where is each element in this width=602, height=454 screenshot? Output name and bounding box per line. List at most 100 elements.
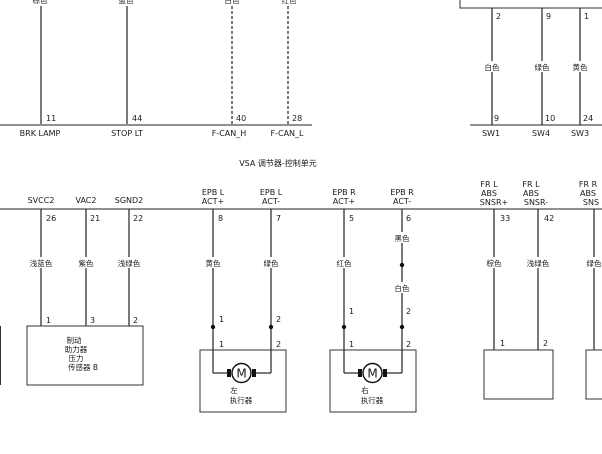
pin-top-2: 2	[496, 12, 501, 21]
epb-r-conn-pin-1a: 1	[349, 307, 354, 316]
signal-f-can-h: F-CAN_H	[212, 129, 247, 138]
right-actuator-label-line1: 右	[361, 385, 369, 395]
sensor-b-pin-2: 2	[133, 316, 138, 325]
sensor-b-label-line1: 制动	[67, 335, 82, 345]
pin-22: 22	[133, 214, 143, 223]
sensor-b-label-line2: 助力器	[65, 344, 88, 354]
fr-r-wheel-sensor-box	[585, 349, 602, 400]
pin-9: 9	[494, 114, 499, 123]
signal-fr-l-abs-plus-l2: ABS	[481, 189, 497, 198]
right-motor-icon	[362, 362, 383, 384]
pin-10: 10	[545, 114, 555, 123]
switch-box-top-right	[459, 0, 602, 9]
wire-color-sw3: 黄色	[573, 62, 588, 72]
wire-color-sw4: 绿色	[535, 62, 550, 72]
wire-color-fr-r-abs: 绿色	[587, 258, 602, 268]
epb-l-conn-pin-2a: 2	[276, 315, 281, 324]
wire-color-svcc2: 浅蓝色	[30, 258, 53, 268]
pin-44: 44	[132, 114, 142, 123]
sensor-b-pin-1: 1	[46, 316, 51, 325]
signal-epb-r-minus-l1: EPB R	[390, 188, 414, 197]
signal-sw3: SW3	[571, 129, 589, 138]
pin-7: 7	[276, 214, 281, 223]
signal-fr-l-abs-plus-l1: FR L	[480, 180, 498, 189]
pin-24: 24	[583, 114, 593, 123]
signal-stop-lt: STOP LT	[111, 129, 143, 138]
signal-epb-r-plus-l1: EPB R	[332, 188, 356, 197]
connector-dot-epb-l-minus	[268, 324, 274, 330]
epb-r-conn-pin-1b: 1	[349, 340, 354, 349]
pin-top-9: 9	[546, 12, 551, 21]
abs-conn-pin-2: 2	[543, 339, 548, 348]
signal-fr-l-abs-minus-l1: FR L	[522, 180, 540, 189]
epb-r-conn-pin-2b: 2	[406, 340, 411, 349]
wire-color-fr-l-abs-minus: 浅绿色	[527, 258, 550, 268]
left-actuator-label-line2: 执行器	[230, 395, 253, 405]
signal-fr-l-abs-plus-l3: SNSR+	[480, 198, 508, 207]
wire-color-sgnd2: 浅绿色	[118, 258, 141, 268]
signal-vac2: VAC2	[76, 196, 97, 205]
connector-dot-epb-l-plus	[210, 324, 216, 330]
wire-color-top-mid: 蓝色	[119, 0, 134, 5]
signal-svcc2: SVCC2	[28, 196, 55, 205]
pin-top-1: 1	[584, 12, 589, 21]
signal-fr-r-abs-l2: ABS	[580, 189, 596, 198]
module-title: VSA 调节器-控制单元	[239, 158, 317, 168]
wire-color-epb-r-minus-top: 黑色	[395, 233, 410, 243]
wire-color-can-l: 红色	[282, 0, 297, 5]
signal-fr-r-abs-l3: SNS	[583, 198, 599, 207]
signal-fr-l-abs-minus-l3: SNSR-	[524, 198, 548, 207]
pin-5: 5	[349, 214, 354, 223]
abs-conn-pin-1: 1	[500, 339, 505, 348]
signal-sgnd2: SGND2	[115, 196, 144, 205]
pin-40: 40	[236, 114, 246, 123]
wire-color-can-h: 白色	[225, 0, 240, 5]
signal-brk-lamp: BRK LAMP	[20, 129, 61, 138]
pin-6: 6	[406, 214, 411, 223]
connector-dot-epb-r-minus	[399, 324, 405, 330]
fr-l-wheel-sensor-box	[483, 349, 554, 400]
pin-28: 28	[292, 114, 302, 123]
pin-33: 33	[500, 214, 510, 223]
signal-sw1: SW1	[482, 129, 500, 138]
signal-epb-r-minus-l2: ACT-	[393, 197, 411, 206]
wire-color-sw1: 白色	[485, 62, 500, 72]
pin-26: 26	[46, 214, 56, 223]
signal-epb-l-plus-l2: ACT+	[202, 197, 225, 206]
left-motor-icon	[231, 362, 252, 384]
splice-dot-epb-r-minus	[399, 262, 405, 268]
sensor-b-label-line3: 压力	[69, 353, 84, 363]
wire-color-fr-l-abs-plus: 棕色	[487, 258, 502, 268]
brake-booster-pressure-sensor-b-box	[26, 325, 144, 386]
signal-f-can-l: F-CAN_L	[271, 129, 305, 138]
epb-l-conn-pin-1a: 1	[219, 315, 224, 324]
pin-21: 21	[90, 214, 100, 223]
signal-epb-l-minus-l1: EPB L	[260, 188, 283, 197]
wire-color-epb-r-plus: 红色	[337, 258, 352, 268]
wire-color-vac2: 紫色	[79, 258, 94, 268]
signal-fr-r-abs-l1: FR R	[579, 180, 598, 189]
signal-fr-l-abs-minus-l2: ABS	[523, 189, 539, 198]
connector-dot-epb-r-plus	[341, 324, 347, 330]
epb-l-conn-pin-1b: 1	[219, 340, 224, 349]
signal-sw4: SW4	[532, 129, 550, 138]
pin-42: 42	[544, 214, 554, 223]
epb-l-conn-pin-2b: 2	[276, 340, 281, 349]
right-actuator-box	[329, 349, 417, 413]
wire-color-epb-r-minus-mid: 白色	[395, 283, 410, 293]
right-actuator-label-line2: 执行器	[361, 395, 384, 405]
wire-color-epb-l-plus: 黄色	[206, 258, 221, 268]
epb-r-conn-pin-2a: 2	[406, 307, 411, 316]
signal-epb-l-minus-l2: ACT-	[262, 197, 280, 206]
right-motor-label: M	[367, 367, 377, 381]
signal-epb-l-plus-l1: EPB L	[202, 188, 225, 197]
sensor-b-pin-3: 3	[90, 316, 95, 325]
wire-color-epb-l-minus: 绿色	[264, 258, 279, 268]
wire-color-top-left: 棕色	[33, 0, 48, 5]
pin-8: 8	[218, 214, 223, 223]
left-actuator-label-line1: 左	[230, 385, 238, 395]
left-motor-label: M	[236, 367, 246, 381]
signal-epb-r-plus-l2: ACT+	[333, 197, 356, 206]
sensor-b-label-line4: 传感器 B	[68, 362, 98, 372]
